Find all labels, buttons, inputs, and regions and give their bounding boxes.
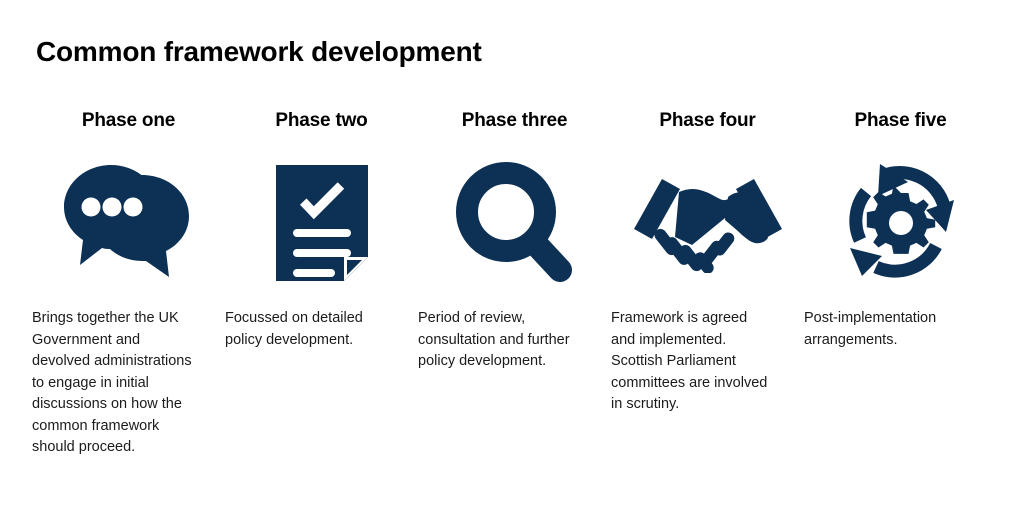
phase-three-heading: Phase three — [461, 110, 568, 131]
document-checklist-icon — [225, 148, 418, 298]
phase-three-body: Period of review, consultation and furth… — [418, 310, 570, 369]
phase-four-body: Framework is agreed and implemented. Sco… — [611, 310, 768, 412]
handshake-icon — [611, 148, 804, 298]
phase-column-two: Phase two Focussed on detailed policy de… — [225, 108, 418, 459]
phase-four-heading: Phase four — [659, 110, 756, 131]
page-title: Common framework development — [36, 36, 482, 67]
phase-one-body: Brings together the UK Government and de… — [32, 310, 192, 455]
phase-column-three: Phase three Period of review, consultati… — [418, 108, 611, 459]
phase-two-body: Focussed on detailed policy development. — [225, 310, 363, 348]
phase-column-one: Phase one Brings together the UK Gov — [32, 108, 225, 459]
phases-row: Phase one Brings together the UK Gov — [0, 108, 1024, 459]
cycle-gear-icon — [804, 148, 997, 298]
speech-bubbles-icon — [32, 148, 225, 298]
phase-column-five: Phase five — [804, 108, 997, 459]
magnifying-glass-icon — [418, 148, 611, 298]
phase-five-body: Post-implementation arrangements. — [804, 310, 937, 348]
phase-one-heading: Phase one — [81, 110, 176, 131]
phase-five-heading: Phase five — [854, 110, 947, 131]
phase-column-four: Phase four — [611, 108, 804, 459]
phase-two-heading: Phase two — [275, 110, 368, 131]
